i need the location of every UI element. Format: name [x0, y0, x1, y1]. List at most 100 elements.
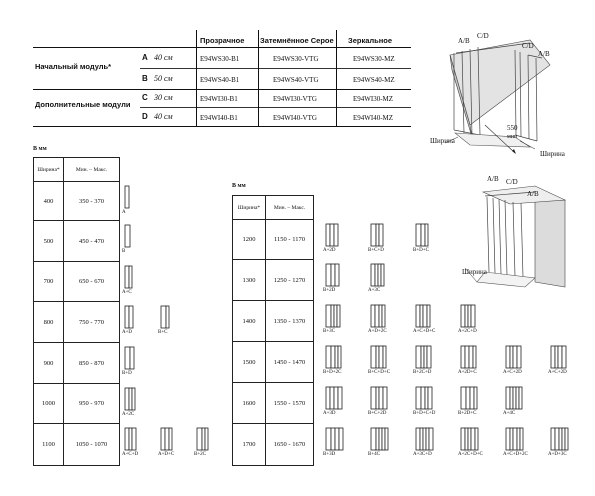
- panel-rect: [550, 345, 556, 369]
- panel-rect: [467, 304, 472, 328]
- panel-rect: [382, 345, 387, 369]
- width-cell: 1600: [232, 382, 266, 424]
- panel-rect: [420, 386, 426, 410]
- range-cell: 950 - 970: [63, 383, 120, 424]
- width-cell: 1400: [232, 300, 266, 342]
- panel-config-glyph: [550, 427, 569, 451]
- panel-rect: [375, 345, 380, 369]
- panel-rect: [426, 345, 432, 369]
- panel-config-glyph: [124, 427, 137, 451]
- panel-config-label: B+2D+C: [458, 411, 477, 416]
- panel-rect: [164, 427, 170, 451]
- code-b-clear: E94WS40-B1: [200, 76, 240, 84]
- panel-rect: [473, 386, 478, 410]
- panel-rect: [426, 304, 431, 328]
- panel-config-label: B+D+2C: [323, 370, 342, 375]
- panel-rect: [330, 263, 336, 287]
- panel-rect: [129, 346, 135, 370]
- panel-config-label: A+3C+D: [413, 452, 432, 457]
- panel-config-glyph: [370, 345, 387, 369]
- panel-rect: [124, 346, 131, 370]
- range-cell: 1150 - 1170: [265, 219, 314, 260]
- panel-rect: [423, 345, 428, 369]
- panel-config-label: A+C+2D: [548, 370, 567, 375]
- panel-config-label: A+2D+C: [458, 370, 477, 375]
- panel-rect: [196, 427, 203, 451]
- panel-rect: [333, 223, 339, 247]
- panel-rect: [370, 263, 376, 287]
- width-cell: 700: [33, 261, 64, 302]
- code-a-mirror: E94WS30-MZ: [353, 55, 395, 63]
- col-header-tinted: Затемнённое Серое: [260, 36, 334, 45]
- panel-rect: [374, 263, 379, 287]
- panel-rect: [128, 427, 133, 451]
- group-rule: [33, 89, 411, 90]
- panel-config-glyph: [124, 387, 136, 411]
- col-divider: [196, 30, 197, 126]
- table-bottom-rule: [33, 126, 411, 127]
- panel-config-glyph: [415, 345, 432, 369]
- panel-rect: [460, 427, 466, 451]
- panel-rect: [415, 304, 421, 328]
- panel-rect: [468, 345, 474, 369]
- panel-config-glyph: [370, 386, 388, 410]
- panel-config-glyph: [505, 427, 524, 451]
- panel-rect: [561, 345, 567, 369]
- panel-config-glyph: [325, 345, 342, 369]
- width-cell: 1700: [232, 423, 266, 466]
- width-cell: 900: [33, 342, 64, 384]
- width-cell: 400: [33, 181, 64, 221]
- panel-config-glyph: [325, 223, 339, 247]
- panel-rect: [131, 387, 136, 411]
- panel-rect: [378, 304, 383, 328]
- panel-config-label: B+C+D: [368, 248, 384, 253]
- diagram-label-cd: C/D: [522, 42, 534, 50]
- panel-rect: [337, 386, 343, 410]
- panel-config-label: B+3C: [323, 329, 335, 334]
- panel-config-label: B+D+C: [413, 248, 429, 253]
- panel-config-label: A+C+D: [122, 452, 139, 457]
- panel-rect: [470, 427, 476, 451]
- panel-config-label: B+2C+D: [413, 370, 432, 375]
- range-cell: 1450 - 1470: [265, 341, 314, 383]
- panel-rect: [505, 345, 511, 369]
- diagram-label-ab: A/B: [538, 50, 550, 58]
- panel-rect: [469, 386, 475, 410]
- panel-rect: [460, 386, 467, 410]
- panel-rect: [564, 427, 569, 451]
- panel-rect: [131, 427, 137, 451]
- col-header-range: Мин. – Макс.: [265, 195, 314, 220]
- code-a-clear: E94WS30-B1: [200, 55, 240, 63]
- panel-rect: [516, 345, 522, 369]
- panel-rect: [557, 345, 563, 369]
- panel-config-label: B+C+2D: [368, 411, 387, 416]
- panel-config-glyph: [124, 265, 133, 289]
- module-size-a: 40 см: [154, 53, 173, 62]
- panel-rect: [505, 386, 511, 410]
- panel-rect: [375, 427, 380, 451]
- diagram-label-cd: C/D: [477, 32, 489, 40]
- col-header-width: Ширина*: [33, 157, 64, 182]
- width-cell: 1500: [232, 341, 266, 383]
- panel-rect: [336, 304, 341, 328]
- code-c-tinted: E94WI30-VTG: [273, 95, 317, 103]
- panel-config-label: A+2C: [122, 412, 135, 417]
- panel-rect: [378, 427, 383, 451]
- panel-rect: [424, 386, 429, 410]
- width-cell: 500: [33, 220, 64, 262]
- panel-config-label: A+D: [122, 330, 133, 335]
- range-cell: 1250 - 1270: [265, 259, 314, 301]
- panel-config-glyph: [370, 263, 385, 287]
- col-divider: [258, 30, 259, 126]
- panel-rect: [554, 345, 559, 369]
- width-label: Ширина: [430, 137, 455, 145]
- row-rule: [140, 68, 411, 69]
- width-cell: 1100: [33, 423, 64, 466]
- panel-rect: [337, 345, 342, 369]
- panel-config-glyph: [460, 427, 479, 451]
- panel-rect: [128, 305, 134, 329]
- panel-rect: [550, 427, 556, 451]
- panel-rect: [422, 304, 428, 328]
- panel-config-glyph: [325, 263, 340, 287]
